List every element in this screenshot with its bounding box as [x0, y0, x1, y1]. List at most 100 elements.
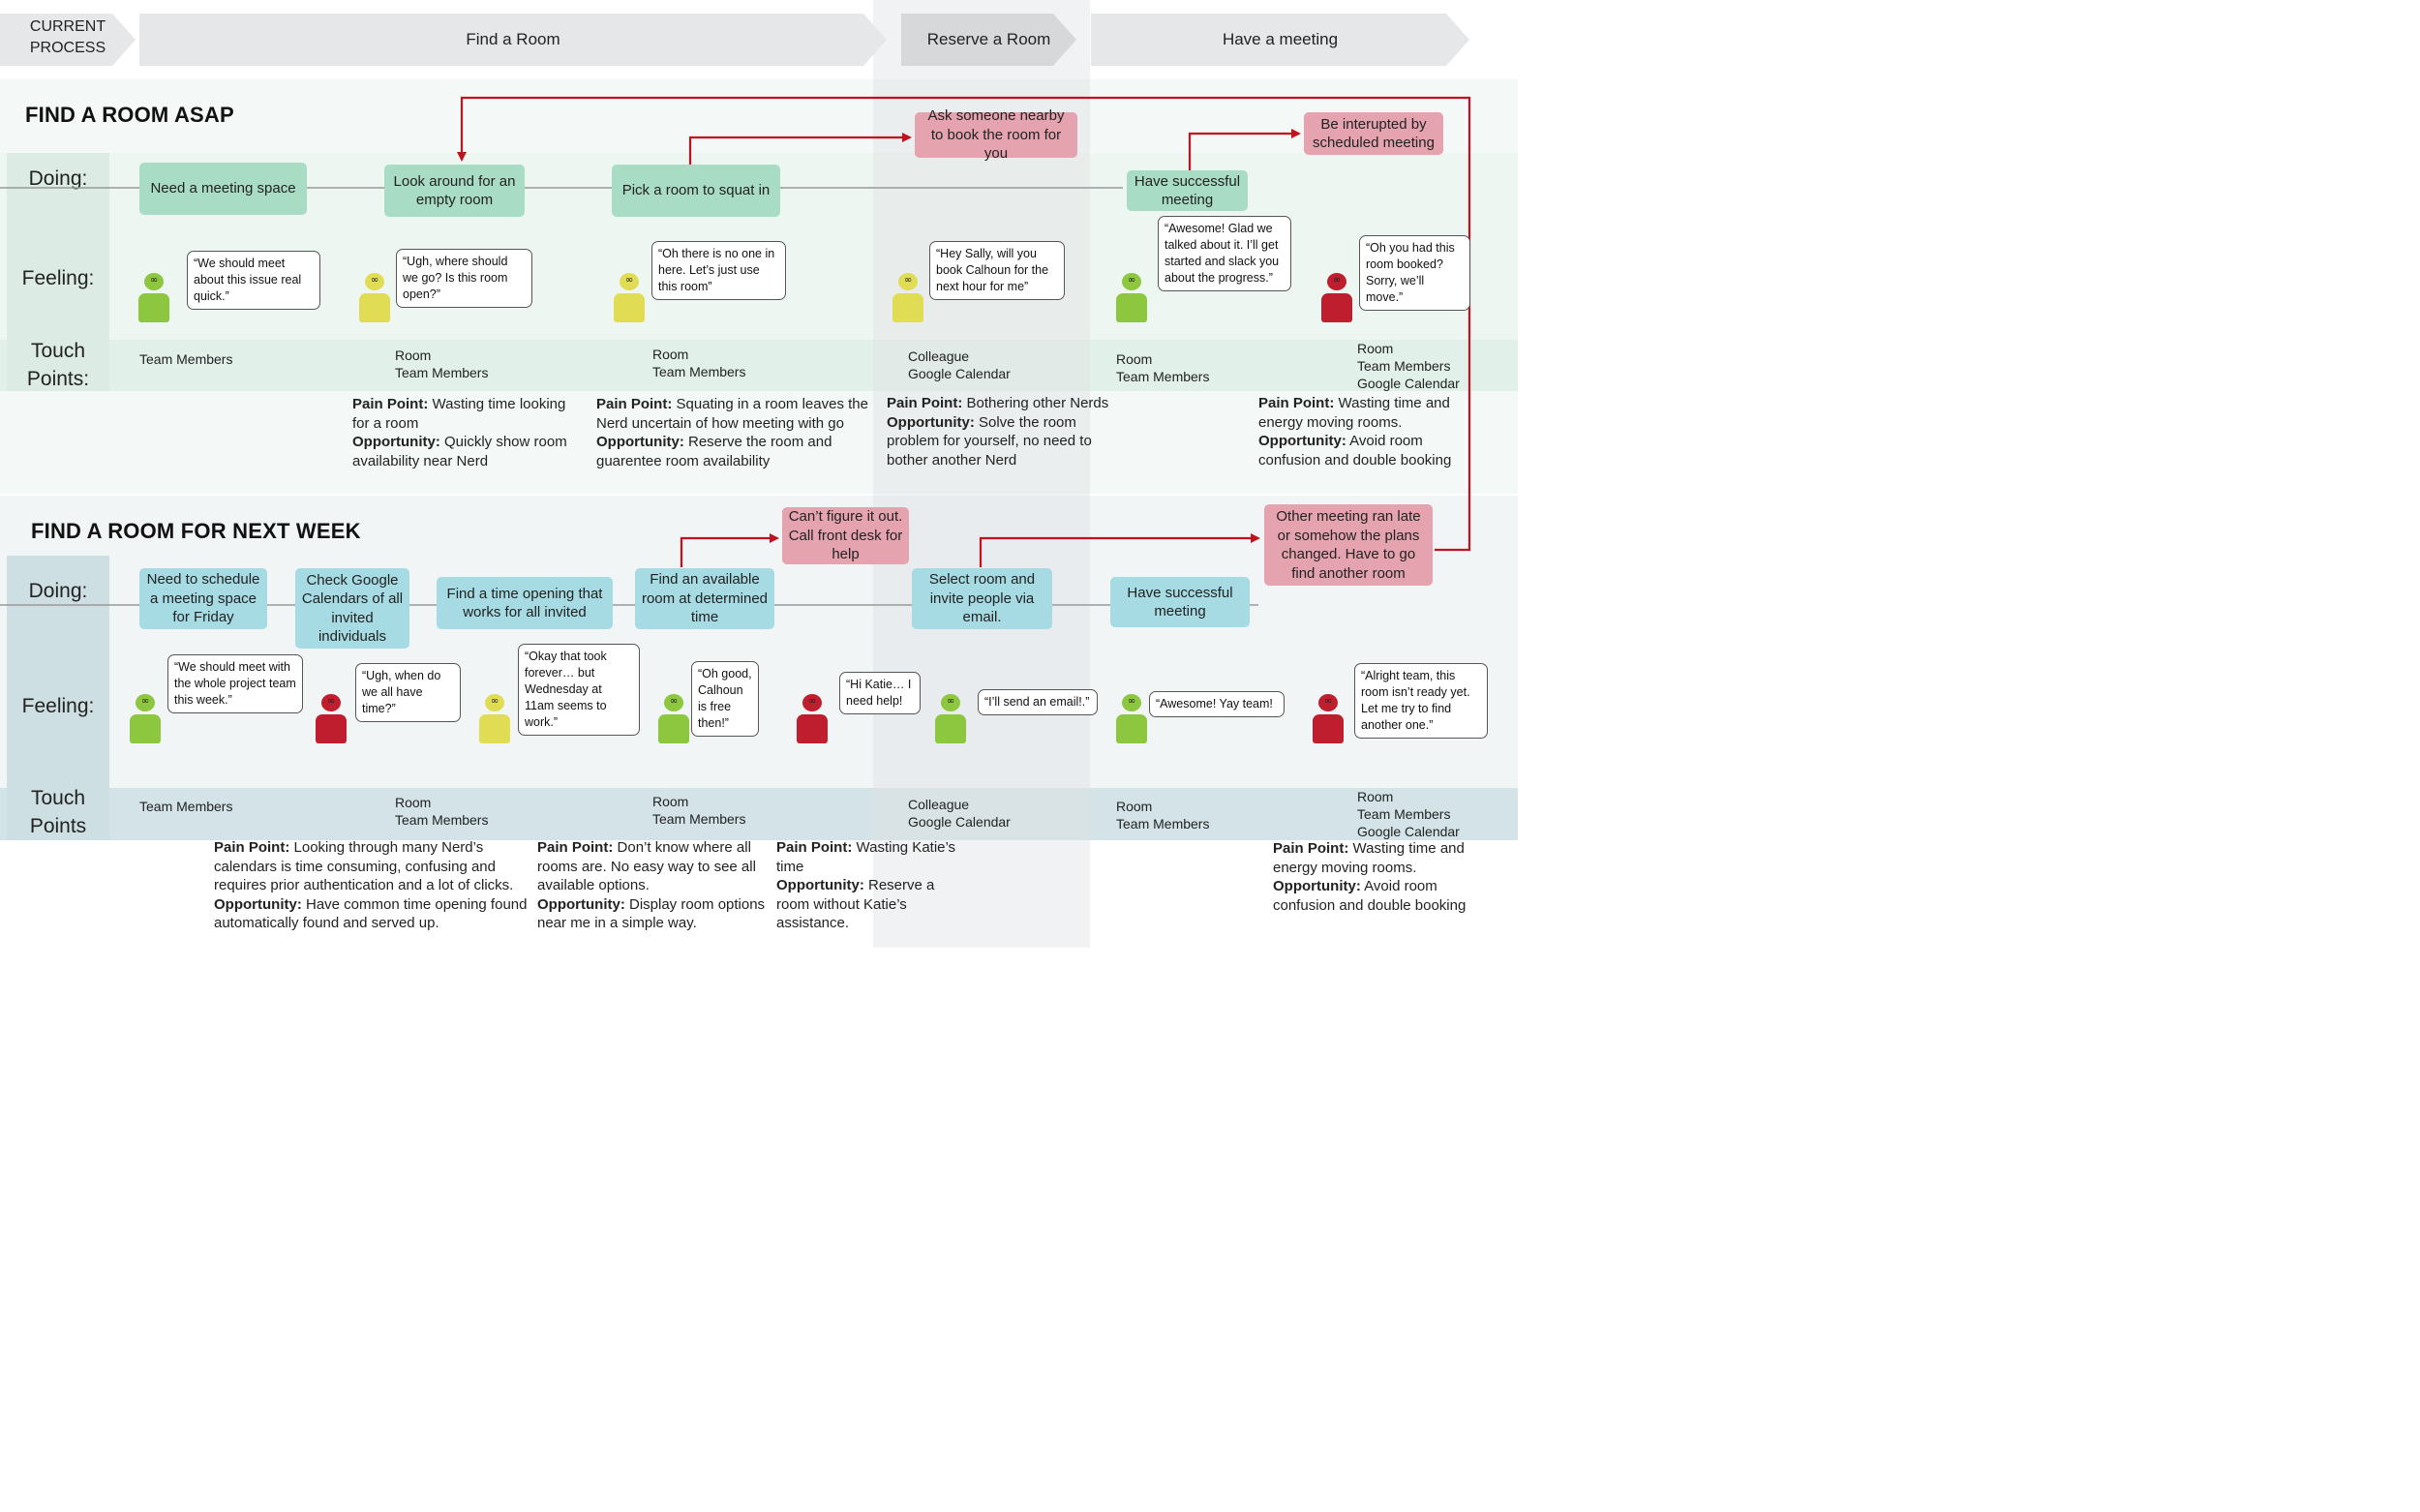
s1-doing-successful: Have successful meeting — [1127, 170, 1248, 211]
s1-doing-need-space: Need a meeting space — [139, 163, 307, 215]
s2-doing-find-time: Find a time opening that works for all i… — [437, 577, 613, 629]
arrow-select-to-late — [979, 533, 1260, 567]
s2-touch-5: Room Team Members — [1116, 799, 1210, 832]
s2-touch-3: Room Team Members — [652, 794, 746, 827]
section1-touch-band — [0, 340, 1518, 391]
s2-pain-2: Pain Point: Don’t know where all rooms a… — [537, 839, 766, 932]
persona-eyes-icon: ∞ — [669, 696, 679, 707]
arrow-squat-to-ask — [688, 133, 912, 165]
s2-persona-2: ∞ — [316, 694, 347, 744]
persona-eyes-icon: ∞ — [946, 696, 955, 707]
persona-eyes-icon: ∞ — [149, 275, 159, 286]
persona-body — [1116, 293, 1147, 322]
s1-quote-1: “We should meet about this issue real qu… — [187, 251, 320, 310]
persona-body — [1116, 714, 1147, 743]
s1-persona-4: ∞ — [892, 273, 923, 323]
s1-touch-3: Room Team Members — [652, 347, 746, 379]
arrow-available-to-frontdesk — [680, 533, 779, 567]
s2-doing-successful: Have successful meeting — [1110, 577, 1250, 627]
persona-body — [797, 714, 828, 743]
s1-touch-1: Team Members — [139, 351, 233, 367]
s2-quote-5: “Hi Katie… I need help! — [839, 672, 921, 714]
persona-eyes-icon: ∞ — [326, 696, 336, 707]
section2-touch-label: Touch Points — [29, 787, 87, 837]
persona-body — [479, 714, 510, 743]
s1-persona-5: ∞ — [1116, 273, 1147, 323]
section1-doing-label: Doing: — [28, 167, 88, 190]
phase-have-meeting: Have a meeting — [1091, 14, 1469, 66]
persona-head: ∞ — [321, 694, 341, 711]
persona-eyes-icon: ∞ — [140, 696, 150, 707]
persona-eyes-icon: ∞ — [903, 275, 913, 286]
s1-quote-6: “Oh you had this room booked? Sorry, we’… — [1359, 235, 1470, 311]
s1-alert-interrupted: Be interupted by scheduled meeting — [1304, 112, 1443, 155]
persona-head: ∞ — [1318, 694, 1338, 711]
s1-doing-look-around: Look around for an empty room — [384, 165, 525, 217]
persona-body — [359, 293, 390, 322]
section2-feeling-label: Feeling: — [21, 695, 95, 717]
s1-alert-ask-nearby: Ask someone nearby to book the room for … — [915, 107, 1077, 162]
s2-touch-1: Team Members — [139, 799, 233, 814]
s2-persona-7: ∞ — [1116, 694, 1147, 744]
s1-pain-3: Pain Point: Bothering other Nerds Opport… — [887, 395, 1109, 469]
arrow-loop-back — [457, 96, 1471, 552]
s1-persona-1: ∞ — [138, 273, 169, 323]
s2-touch-4: Colleague Google Calendar — [908, 797, 1011, 830]
s2-quote-8: “Alright team, this room isn’t ready yet… — [1354, 663, 1488, 739]
persona-head: ∞ — [1122, 273, 1141, 290]
s1-persona-2: ∞ — [359, 273, 390, 323]
s1-quote-4: “Hey Sally, will you book Calhoun for th… — [929, 241, 1065, 300]
s1-quote-2: “Ugh, where should we go? Is this room o… — [396, 249, 532, 308]
section1-feeling-label: Feeling: — [21, 267, 95, 289]
persona-body — [614, 293, 645, 322]
s2-quote-3: “Okay that took forever… but Wednesday a… — [518, 644, 640, 736]
s2-alert-front-desk: Can’t figure it out. Call front desk for… — [782, 507, 909, 564]
current-process-label: CURRENT PROCESS — [0, 14, 136, 66]
s2-quote-2: “Ugh, when do we all have time?” — [355, 663, 461, 722]
arrow-success-to-interrupt — [1188, 129, 1301, 170]
persona-eyes-icon: ∞ — [370, 275, 379, 286]
persona-head: ∞ — [485, 694, 504, 711]
persona-eyes-icon: ∞ — [1127, 275, 1136, 286]
s2-pain-3: Pain Point: Wasting Katie’s time Opportu… — [776, 839, 956, 932]
s2-pain-1: Pain Point: Looking through many Nerd’s … — [214, 839, 528, 932]
persona-body — [1321, 293, 1352, 322]
section2-label-column — [7, 556, 109, 840]
s1-persona-6: ∞ — [1321, 273, 1352, 323]
s2-persona-5: ∞ — [797, 694, 828, 744]
s2-doing-check-calendars: Check Google Calendars of all invited in… — [295, 568, 409, 649]
persona-body — [316, 714, 347, 743]
s1-touch-5: Room Team Members — [1116, 351, 1210, 384]
persona-eyes-icon: ∞ — [490, 696, 499, 707]
s2-persona-8: ∞ — [1313, 694, 1344, 744]
s2-persona-6: ∞ — [935, 694, 966, 744]
persona-eyes-icon: ∞ — [1332, 275, 1342, 286]
s1-pain-1: Pain Point: Wasting time looking for a r… — [352, 396, 567, 469]
persona-eyes-icon: ∞ — [807, 696, 817, 707]
persona-body — [892, 293, 923, 322]
phase-reserve-room: Reserve a Room — [901, 14, 1076, 66]
s1-doing-pick-room: Pick a room to squat in — [612, 165, 780, 217]
s1-touch-2: Room Team Members — [395, 348, 489, 380]
s1-quote-3: “Oh there is no one in here. Let’s just … — [651, 241, 786, 300]
persona-eyes-icon: ∞ — [1127, 696, 1136, 707]
s1-persona-3: ∞ — [614, 273, 645, 323]
section2-doing-label: Doing: — [28, 580, 88, 602]
section2-title: FIND A ROOM FOR NEXT WEEK — [31, 519, 361, 543]
persona-body — [138, 293, 169, 322]
persona-head: ∞ — [1327, 273, 1346, 290]
persona-head: ∞ — [664, 694, 683, 711]
s2-persona-3: ∞ — [479, 694, 510, 744]
persona-head: ∞ — [144, 273, 164, 290]
persona-head: ∞ — [1122, 694, 1141, 711]
persona-body — [130, 714, 161, 743]
s2-alert-ran-late: Other meeting ran late or somehow the pl… — [1264, 504, 1433, 586]
persona-body — [935, 714, 966, 743]
persona-body — [1313, 714, 1344, 743]
persona-body — [658, 714, 689, 743]
s2-doing-need-schedule: Need to schedule a meeting space for Fri… — [139, 568, 267, 629]
s2-doing-select-room: Select room and invite people via email. — [912, 568, 1052, 629]
s2-quote-7: “Awesome! Yay team! — [1149, 691, 1285, 717]
persona-head: ∞ — [802, 694, 822, 711]
s2-touch-2: Room Team Members — [395, 795, 489, 828]
